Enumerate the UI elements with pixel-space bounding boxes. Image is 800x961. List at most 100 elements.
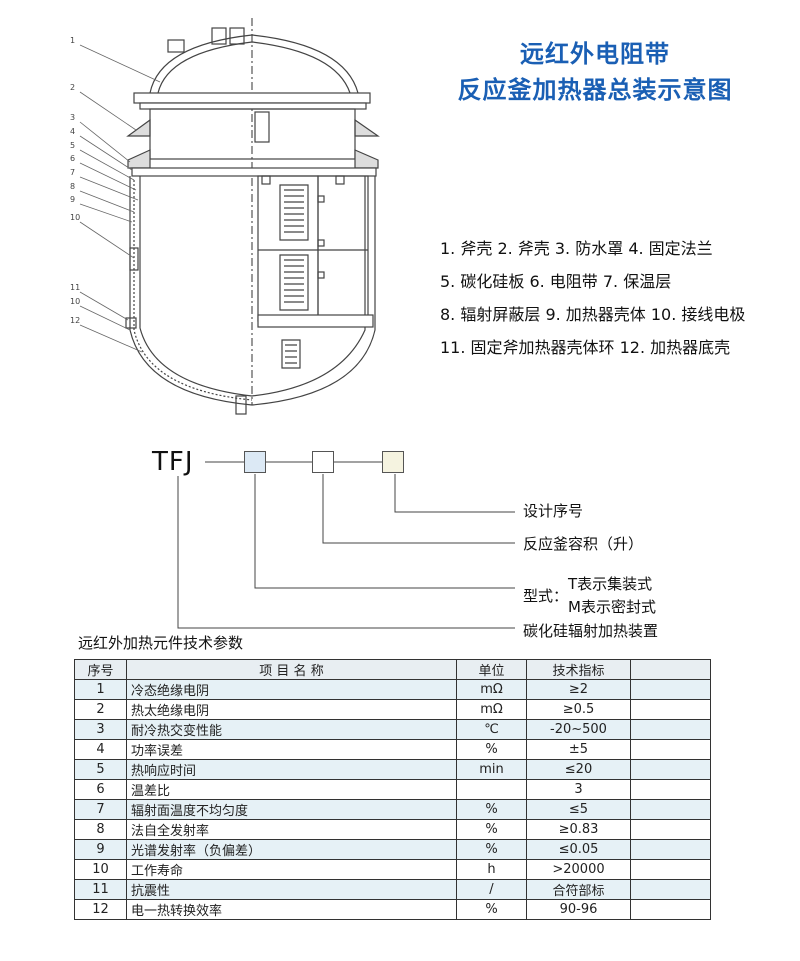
label-type-t: T表示集装式: [568, 575, 653, 593]
cell-no: 6: [74, 779, 127, 800]
cell-blank: [630, 879, 711, 900]
cell-item: 热太绝缘电阴: [126, 699, 457, 720]
title-line-2: 反应釜加热器总装示意图: [457, 76, 733, 104]
col-blank: [630, 659, 711, 680]
cell-spec: ±5: [526, 739, 631, 760]
cell-spec: ≥2: [526, 679, 631, 700]
cell-blank: [630, 859, 711, 880]
callout-3: 3: [70, 113, 75, 122]
cell-no: 10: [74, 859, 127, 880]
cell-item: 工作寿命: [126, 859, 457, 880]
cell-item: 抗震性: [126, 879, 457, 900]
label-device: 碳化硅辐射加热装置: [523, 622, 659, 640]
callout-8: 8: [70, 182, 75, 191]
legend-line-3: 8. 辐射屏蔽层 9. 加热器壳体 10. 接线电极: [440, 305, 746, 324]
cell-spec: -20~500: [526, 719, 631, 740]
cell-item: 电一热转换效率: [126, 899, 457, 920]
callout-10b: 10: [70, 297, 80, 306]
cell-spec: ≥0.83: [526, 819, 631, 840]
col-spec: 技术指标: [526, 659, 631, 680]
cell-unit: %: [456, 899, 527, 920]
cell-spec: ≤0.05: [526, 839, 631, 860]
parts-legend: 1. 斧壳 2. 斧壳 3. 防水罩 4. 固定法兰 5. 碳化硅板 6. 电阻…: [440, 232, 745, 364]
cell-item: 热响应时间: [126, 759, 457, 780]
code-box-1: [244, 451, 266, 473]
label-volume: 反应釜容积（升）: [523, 535, 644, 553]
cell-item: 功率误差: [126, 739, 457, 760]
cell-item: 温差比: [126, 779, 457, 800]
cell-item: 辐射面温度不均匀度: [126, 799, 457, 820]
table-title: 远红外加热元件技术参数: [78, 634, 244, 652]
cell-unit: /: [456, 879, 527, 900]
cell-blank: [630, 739, 711, 760]
cell-no: 8: [74, 819, 127, 840]
cell-spec: ≥0.5: [526, 699, 631, 720]
reactor-diagram: 1 2 3 4 5 6 7 8 9 10 11 10 12: [70, 18, 380, 415]
cell-blank: [630, 699, 711, 720]
callout-10: 10: [70, 213, 80, 222]
title-line-1: 远红外电阻带: [520, 40, 670, 68]
cell-unit: h: [456, 859, 527, 880]
cell-no: 11: [74, 879, 127, 900]
legend-line-2: 5. 碳化硅板 6. 电阻带 7. 保温层: [440, 272, 672, 291]
cell-no: 9: [74, 839, 127, 860]
cell-unit: ℃: [456, 719, 527, 740]
cell-blank: [630, 819, 711, 840]
cell-item: 冷态绝缘电阴: [126, 679, 457, 700]
callout-4: 4: [70, 127, 75, 136]
cell-unit: %: [456, 799, 527, 820]
cell-blank: [630, 679, 711, 700]
cell-spec: 合符部标: [526, 879, 631, 900]
cell-spec: 90-96: [526, 899, 631, 920]
callout-6: 6: [70, 154, 75, 163]
table-header-row: 序号 项 目 名 称 单位 技术指标: [74, 659, 711, 680]
code-box-3: [382, 451, 404, 473]
cell-blank: [630, 759, 711, 780]
cell-item: 耐冷热交变性能: [126, 719, 457, 740]
cell-spec: 3: [526, 779, 631, 800]
cell-no: 4: [74, 739, 127, 760]
cell-item: 光谱发射率（负偏差）: [126, 839, 457, 860]
model-code-lines: [177, 461, 515, 629]
label-type: 型式：: [523, 587, 569, 605]
callout-1: 1: [70, 36, 75, 45]
legend-line-4: 11. 固定斧加热器壳体环 12. 加热器底壳: [440, 338, 731, 357]
cell-spec: ≤5: [526, 799, 631, 820]
callout-11: 11: [70, 283, 80, 292]
cell-unit: %: [456, 839, 527, 860]
col-unit: 单位: [456, 659, 527, 680]
cell-blank: [630, 719, 711, 740]
cell-unit: %: [456, 819, 527, 840]
cell-no: 1: [74, 679, 127, 700]
callout-2: 2: [70, 83, 75, 92]
callout-12: 12: [70, 316, 80, 325]
callout-9: 9: [70, 195, 75, 204]
cell-spec: >20000: [526, 859, 631, 880]
model-prefix: TFJ: [152, 447, 194, 477]
cell-blank: [630, 779, 711, 800]
cell-blank: [630, 899, 711, 920]
col-item: 项 目 名 称: [126, 659, 457, 680]
callout-5: 5: [70, 141, 75, 150]
col-no: 序号: [74, 659, 127, 680]
cell-spec: ≤20: [526, 759, 631, 780]
legend-line-1: 1. 斧壳 2. 斧壳 3. 防水罩 4. 固定法兰: [440, 239, 713, 258]
cell-unit: mΩ: [456, 679, 527, 700]
cell-unit: %: [456, 739, 527, 760]
cell-blank: [630, 799, 711, 820]
cell-unit: min: [456, 759, 527, 780]
cell-item: 法自全发射率: [126, 819, 457, 840]
label-design-no: 设计序号: [523, 502, 584, 520]
